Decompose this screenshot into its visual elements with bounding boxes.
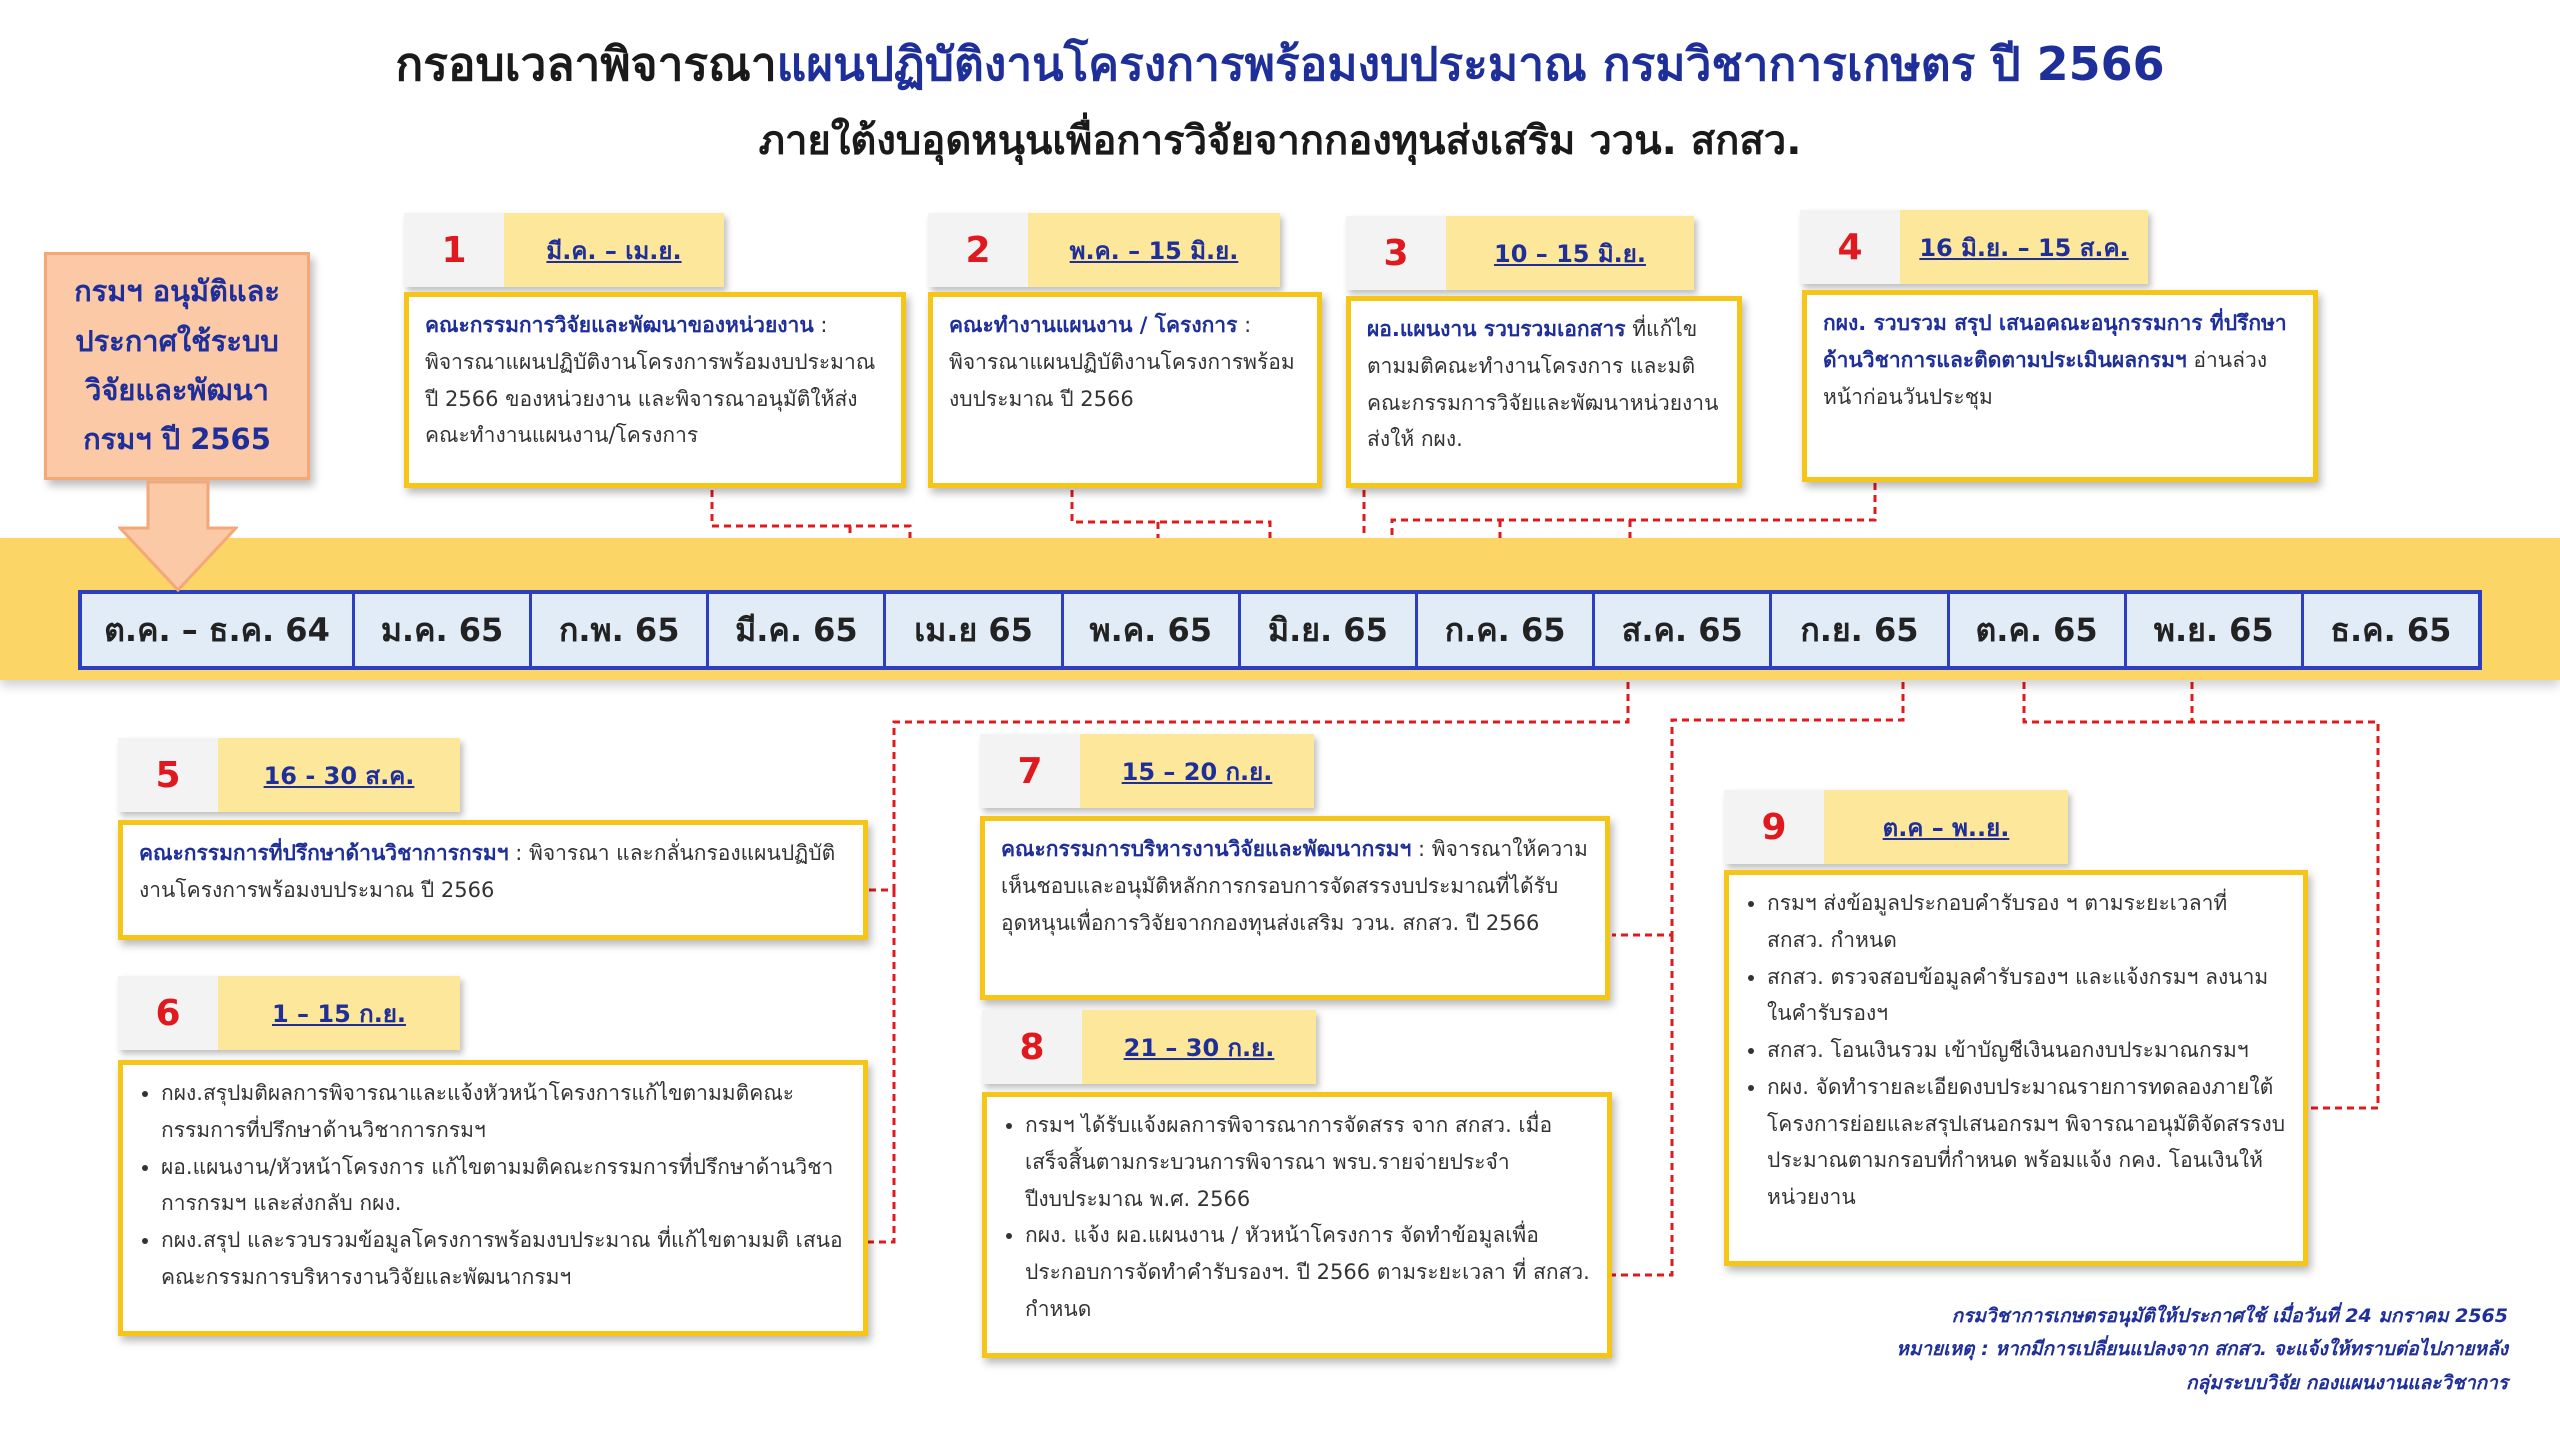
step-bullet: กรมฯ ได้รับแจ้งผลการพิจารณาการจัดสรร จาก… bbox=[1025, 1107, 1591, 1217]
step-3-tab: 3 10 – 15 มิ.ย. bbox=[1346, 216, 1694, 290]
page-subtitle: ภายใต้งบอุดหนุนเพื่อการวิจัยจากกองทุนส่ง… bbox=[758, 118, 1802, 164]
step-2-tab: 2 พ.ค. – 15 มิ.ย. bbox=[928, 213, 1280, 287]
step-number: 3 bbox=[1346, 216, 1446, 290]
page-title-highlight: แผนปฏิบัติงานโครงการพร้อมงบประมาณ กรมวิช… bbox=[776, 37, 2165, 91]
footer-department: กลุ่มระบบวิจัย กองแผนงานและวิชาการ bbox=[2186, 1371, 2508, 1394]
step-bullets: กผง.สรุปมติผลการพิจารณาและแจ้งหัวหน้าโคร… bbox=[139, 1075, 847, 1296]
timeline-month: ม.ค. 65 bbox=[355, 594, 533, 666]
step-number: 2 bbox=[928, 213, 1028, 287]
step-lead: คณะทำงานแผนงาน / โครงการ bbox=[949, 313, 1238, 337]
timeline-month: ก.ค. 65 bbox=[1418, 594, 1596, 666]
step-bullet: กผง. แจ้ง ผอ.แผนงาน / หัวหน้าโครงการ จัด… bbox=[1025, 1217, 1591, 1327]
step-lead: คณะกรรมการบริหารงานวิจัยและพัฒนากรมฯ bbox=[1001, 837, 1412, 861]
step-bullet: สกสว. โอนเงินรวม เข้าบัญชีเงินนอกงบประมา… bbox=[1767, 1032, 2287, 1069]
footer-notes: กรมวิชาการเกษตรอนุมัติให้ประกาศใช้ เมื่อ… bbox=[1896, 1300, 2508, 1400]
step-number: 4 bbox=[1800, 210, 1900, 284]
timeline-month: เม.ย 65 bbox=[886, 594, 1064, 666]
step-1-tab: 1 มี.ค. – เม.ย. bbox=[404, 213, 724, 287]
timeline-month: ส.ค. 65 bbox=[1595, 594, 1773, 666]
step-number: 5 bbox=[118, 738, 218, 812]
step-text: : พิจารณา และกลั่นกรองแผนปฏิบัติงานโครงก… bbox=[139, 841, 836, 902]
step-lead: กผง. รวบรวม สรุป เสนอคณะอนุกรรมการ ที่ปร… bbox=[1823, 311, 2287, 372]
step-lead: ผอ.แผนงาน รวบรวมเอกสาร bbox=[1367, 317, 1626, 341]
step-bullet: กผง.สรุป และรวบรวมข้อมูลโครงการพร้อมงบปร… bbox=[161, 1222, 847, 1296]
step-text: : พิจารณาแผนปฏิบัติงานโครงการพร้อมงบประม… bbox=[949, 313, 1295, 411]
step-text: ที่แก้ไขตามมติคณะทำงานโครงการ และมติคณะก… bbox=[1367, 317, 1719, 452]
step-text: : พิจารณาให้ความเห็นชอบและอนุมัติหลักการ… bbox=[1001, 837, 1588, 935]
step-bullets: กรมฯ ส่งข้อมูลประกอบคำรับรอง ฯ ตามระยะเว… bbox=[1745, 885, 2287, 1216]
step-5-box: คณะกรรมการที่ปรึกษาด้านวิชาการกรมฯ : พิจ… bbox=[118, 820, 868, 940]
step-9-box: กรมฯ ส่งข้อมูลประกอบคำรับรอง ฯ ตามระยะเว… bbox=[1724, 870, 2308, 1266]
step-bullets: กรมฯ ได้รับแจ้งผลการพิจารณาการจัดสรร จาก… bbox=[1003, 1107, 1591, 1328]
step-dates: 16 - 30 ส.ค. bbox=[218, 738, 460, 812]
step-5-tab: 5 16 - 30 ส.ค. bbox=[118, 738, 460, 812]
step-dates: 21 – 30 ก.ย. bbox=[1082, 1010, 1316, 1084]
timeline-month: มิ.ย. 65 bbox=[1241, 594, 1418, 666]
step-number: 1 bbox=[404, 213, 504, 287]
timeline: ต.ค. – ธ.ค. 64 ม.ค. 65 ก.พ. 65 มี.ค. 65 … bbox=[78, 590, 2482, 670]
step-bullet: ผอ.แผนงาน/หัวหน้าโครงการ แก้ไขตามมติคณะก… bbox=[161, 1149, 847, 1223]
step-bullet: กผง.สรุปมติผลการพิจารณาและแจ้งหัวหน้าโคร… bbox=[161, 1075, 847, 1149]
page-title: กรอบเวลาพิจารณาแผนปฏิบัติงานโครงการพร้อม… bbox=[0, 28, 2560, 101]
step-lead: คณะกรรมการที่ปรึกษาด้านวิชาการกรมฯ bbox=[139, 841, 509, 865]
timeline-month: ต.ค. – ธ.ค. 64 bbox=[82, 594, 355, 666]
step-bullet: กรมฯ ส่งข้อมูลประกอบคำรับรอง ฯ ตามระยะเว… bbox=[1767, 885, 2287, 959]
footer-remark: หมายเหตุ : หากมีการเปลี่ยนแปลงจาก สกสว. … bbox=[1896, 1338, 2508, 1361]
step-8-box: กรมฯ ได้รับแจ้งผลการพิจารณาการจัดสรร จาก… bbox=[982, 1092, 1612, 1358]
step-dates: พ.ค. – 15 มิ.ย. bbox=[1028, 213, 1280, 287]
approval-note: กรมฯ อนุมัติและประกาศใช้ระบบวิจัยและพัฒน… bbox=[44, 252, 310, 480]
step-bullet: กผง. จัดทำรายละเอียดงบประมาณรายการทดลองภ… bbox=[1767, 1069, 2287, 1216]
footer-approval: กรมวิชาการเกษตรอนุมัติให้ประกาศใช้ เมื่อ… bbox=[1951, 1305, 2508, 1327]
step-lead: คณะกรรมการวิจัยและพัฒนาของหน่วยงาน bbox=[425, 313, 814, 337]
timeline-month: ก.ย. 65 bbox=[1772, 594, 1950, 666]
step-2-box: คณะทำงานแผนงาน / โครงการ : พิจารณาแผนปฏิ… bbox=[928, 292, 1322, 488]
step-4-tab: 4 16 มิ.ย. – 15 ส.ค. bbox=[1800, 210, 2148, 284]
step-9-tab: 9 ต.ค – พ..ย. bbox=[1724, 790, 2068, 864]
page-title-prefix: กรอบเวลาพิจารณา bbox=[395, 37, 777, 91]
step-dates: 16 มิ.ย. – 15 ส.ค. bbox=[1900, 210, 2148, 284]
timeline-month: พ.ค. 65 bbox=[1064, 594, 1241, 666]
step-number: 9 bbox=[1724, 790, 1824, 864]
step-3-box: ผอ.แผนงาน รวบรวมเอกสาร ที่แก้ไขตามมติคณะ… bbox=[1346, 296, 1742, 488]
step-1-box: คณะกรรมการวิจัยและพัฒนาของหน่วยงาน : พิจ… bbox=[404, 292, 906, 488]
step-text: อ่านล่วงหน้าก่อนวันประชุม bbox=[1823, 347, 2268, 409]
timeline-month: ก.พ. 65 bbox=[532, 594, 710, 666]
step-number: 7 bbox=[980, 734, 1080, 808]
step-4-box: กผง. รวบรวม สรุป เสนอคณะอนุกรรมการ ที่ปร… bbox=[1802, 290, 2318, 482]
step-dates: 1 – 15 ก.ย. bbox=[218, 976, 460, 1050]
step-7-box: คณะกรรมการบริหารงานวิจัยและพัฒนากรมฯ : พ… bbox=[980, 816, 1610, 1000]
down-arrow-icon bbox=[118, 480, 238, 592]
step-dates: 15 – 20 ก.ย. bbox=[1080, 734, 1314, 808]
step-8-tab: 8 21 – 30 ก.ย. bbox=[982, 1010, 1316, 1084]
timeline-month: พ.ย. 65 bbox=[2127, 594, 2304, 666]
step-7-tab: 7 15 – 20 ก.ย. bbox=[980, 734, 1314, 808]
step-text: : พิจารณาแผนปฏิบัติงานโครงการพร้อมงบประม… bbox=[425, 313, 876, 448]
timeline-month: ต.ค. 65 bbox=[1950, 594, 2127, 666]
step-dates: มี.ค. – เม.ย. bbox=[504, 213, 724, 287]
timeline-month: ธ.ค. 65 bbox=[2330, 610, 2452, 649]
step-number: 8 bbox=[982, 1010, 1082, 1084]
step-6-box: กผง.สรุปมติผลการพิจารณาและแจ้งหัวหน้าโคร… bbox=[118, 1060, 868, 1336]
step-dates: ต.ค – พ..ย. bbox=[1824, 790, 2068, 864]
step-number: 6 bbox=[118, 976, 218, 1050]
step-bullet: สกสว. ตรวจสอบข้อมูลคำรับรองฯ และแจ้งกรมฯ… bbox=[1767, 959, 2287, 1033]
step-dates: 10 – 15 มิ.ย. bbox=[1446, 216, 1694, 290]
step-6-tab: 6 1 – 15 ก.ย. bbox=[118, 976, 460, 1050]
timeline-month: มี.ค. 65 bbox=[709, 594, 887, 666]
